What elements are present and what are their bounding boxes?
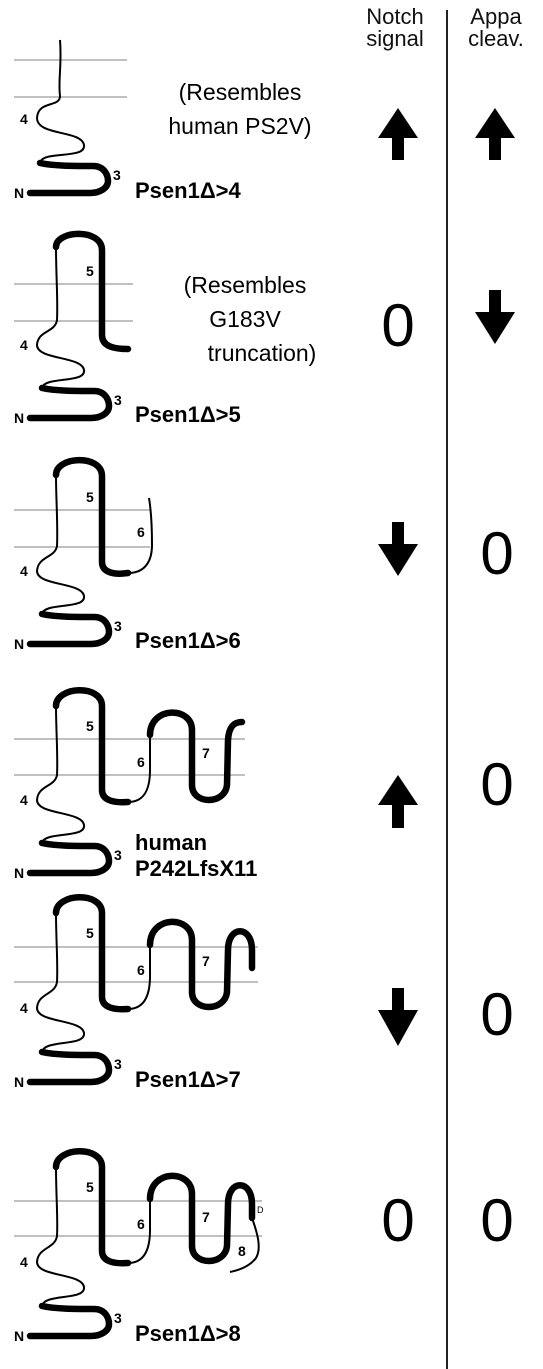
helix-number: 7: [202, 1209, 210, 1225]
thick-strand: [52, 230, 132, 353]
thin-strand: [35, 912, 85, 1053]
thin-strand: [35, 705, 85, 844]
thick-strand: [26, 159, 112, 197]
helix-number: 4: [20, 563, 28, 579]
row-4-topology: 5 6 7 4 3 N human P242LfsX11 0: [14, 687, 514, 881]
construct-label: Psen1Δ>6: [135, 628, 241, 653]
notch-header-line1: Notch: [366, 4, 424, 29]
helix-number: 5: [86, 1179, 94, 1195]
helix-number: 3: [114, 847, 122, 863]
thin-strand: [229, 1217, 260, 1273]
thin-strand: [127, 735, 151, 803]
construct-label: P242LfsX11: [135, 856, 257, 881]
row-5-topology: 5 6 7 4 3 N Psen1Δ>7 0: [14, 894, 514, 1092]
row-1-topology: 4 3 N Psen1Δ>4 (Resembles human PS2V): [14, 39, 515, 203]
helix-number: 8: [238, 1243, 246, 1259]
notch-down-arrow: [378, 522, 418, 576]
notch-up-arrow: [378, 108, 418, 160]
construct-label: Psen1Δ>8: [135, 1321, 241, 1346]
appa-cleavage-header: Appa cleav.: [452, 6, 540, 50]
thin-strand: [35, 1166, 85, 1307]
appa-header-line1: Appa: [470, 4, 522, 29]
helix-number: 4: [20, 1000, 28, 1016]
n-terminus: N: [14, 865, 24, 881]
thick-strand: [146, 709, 246, 804]
row-6-topology: 5 6 7 8 D 4 3 N Psen1Δ>8 0 0: [14, 1148, 514, 1346]
note-text: (Resembles: [179, 79, 302, 105]
helix-number: 7: [202, 745, 210, 761]
thin-strand: [35, 474, 85, 615]
n-terminus: N: [14, 636, 24, 652]
construct-label: Psen1Δ>7: [135, 1067, 241, 1092]
thick-strand: [26, 1048, 113, 1086]
construct-label: Psen1Δ>4: [135, 178, 241, 203]
n-terminus: N: [14, 1074, 24, 1090]
helix-number: 4: [20, 792, 28, 808]
helix-number: 4: [20, 111, 28, 127]
thin-strand: [127, 945, 151, 1010]
appa-header-line2: cleav.: [468, 26, 524, 51]
helix-number: 4: [20, 1254, 28, 1270]
helix-number: 4: [20, 337, 28, 353]
helix-number: 5: [86, 489, 94, 505]
helix-number: 5: [86, 925, 94, 941]
note-text: human PS2V): [168, 113, 311, 139]
helix-number: 3: [114, 1056, 122, 1072]
appa-zero: 0: [480, 981, 513, 1048]
notch-down-arrow: [378, 988, 418, 1046]
notch-header-line2: signal: [366, 26, 424, 51]
n-terminus: N: [14, 410, 24, 426]
thick-strand: [52, 894, 132, 1013]
note-text: G183V: [209, 306, 281, 332]
helix-marker: D: [257, 1205, 264, 1215]
row-2-topology: 5 4 3 N Psen1Δ>5 (Resembles G183V trunca…: [14, 230, 515, 427]
thick-strand: [26, 610, 113, 648]
thin-strand: [127, 1199, 151, 1264]
construct-label: human: [135, 830, 207, 855]
construct-label: Psen1Δ>5: [135, 402, 241, 427]
n-terminus: N: [14, 1328, 24, 1344]
appa-zero: 0: [480, 1187, 513, 1254]
helix-number: 6: [137, 524, 145, 540]
thick-strand: [52, 1148, 132, 1267]
helix-number: 3: [114, 618, 122, 634]
notch-zero: 0: [381, 1187, 414, 1254]
appa-zero: 0: [480, 751, 513, 818]
note-text: (Resembles: [184, 272, 307, 298]
thick-strand: [26, 839, 113, 877]
thin-strand: [127, 497, 154, 574]
thick-strand: [52, 456, 132, 577]
thin-strand: [35, 246, 85, 389]
row-3-topology: 5 6 4 3 N Psen1Δ>6 0: [14, 456, 514, 653]
helix-number: 6: [137, 1216, 145, 1232]
helix-number: 5: [86, 263, 94, 279]
helix-number: 3: [114, 1310, 122, 1326]
note-text: truncation): [208, 340, 317, 366]
n-terminus: N: [14, 185, 24, 201]
helix-number: 5: [86, 718, 94, 734]
helix-number: 3: [114, 392, 122, 408]
thick-strand: [146, 918, 256, 1011]
notch-signal-header: Notch signal: [350, 6, 440, 50]
thick-strand: [146, 1172, 256, 1265]
helix-number: 7: [202, 953, 210, 969]
thin-strand: [35, 39, 85, 164]
helix-number: 3: [113, 167, 121, 183]
helix-number: 6: [137, 754, 145, 770]
notch-up-arrow: [378, 775, 418, 828]
thick-strand: [26, 1302, 113, 1340]
notch-zero: 0: [381, 292, 414, 359]
appa-zero: 0: [480, 520, 513, 587]
thick-strand: [52, 687, 132, 806]
thick-strand: [26, 384, 113, 422]
appa-up-arrow: [475, 108, 515, 160]
appa-down-arrow: [475, 290, 515, 344]
helix-number: 6: [137, 962, 145, 978]
